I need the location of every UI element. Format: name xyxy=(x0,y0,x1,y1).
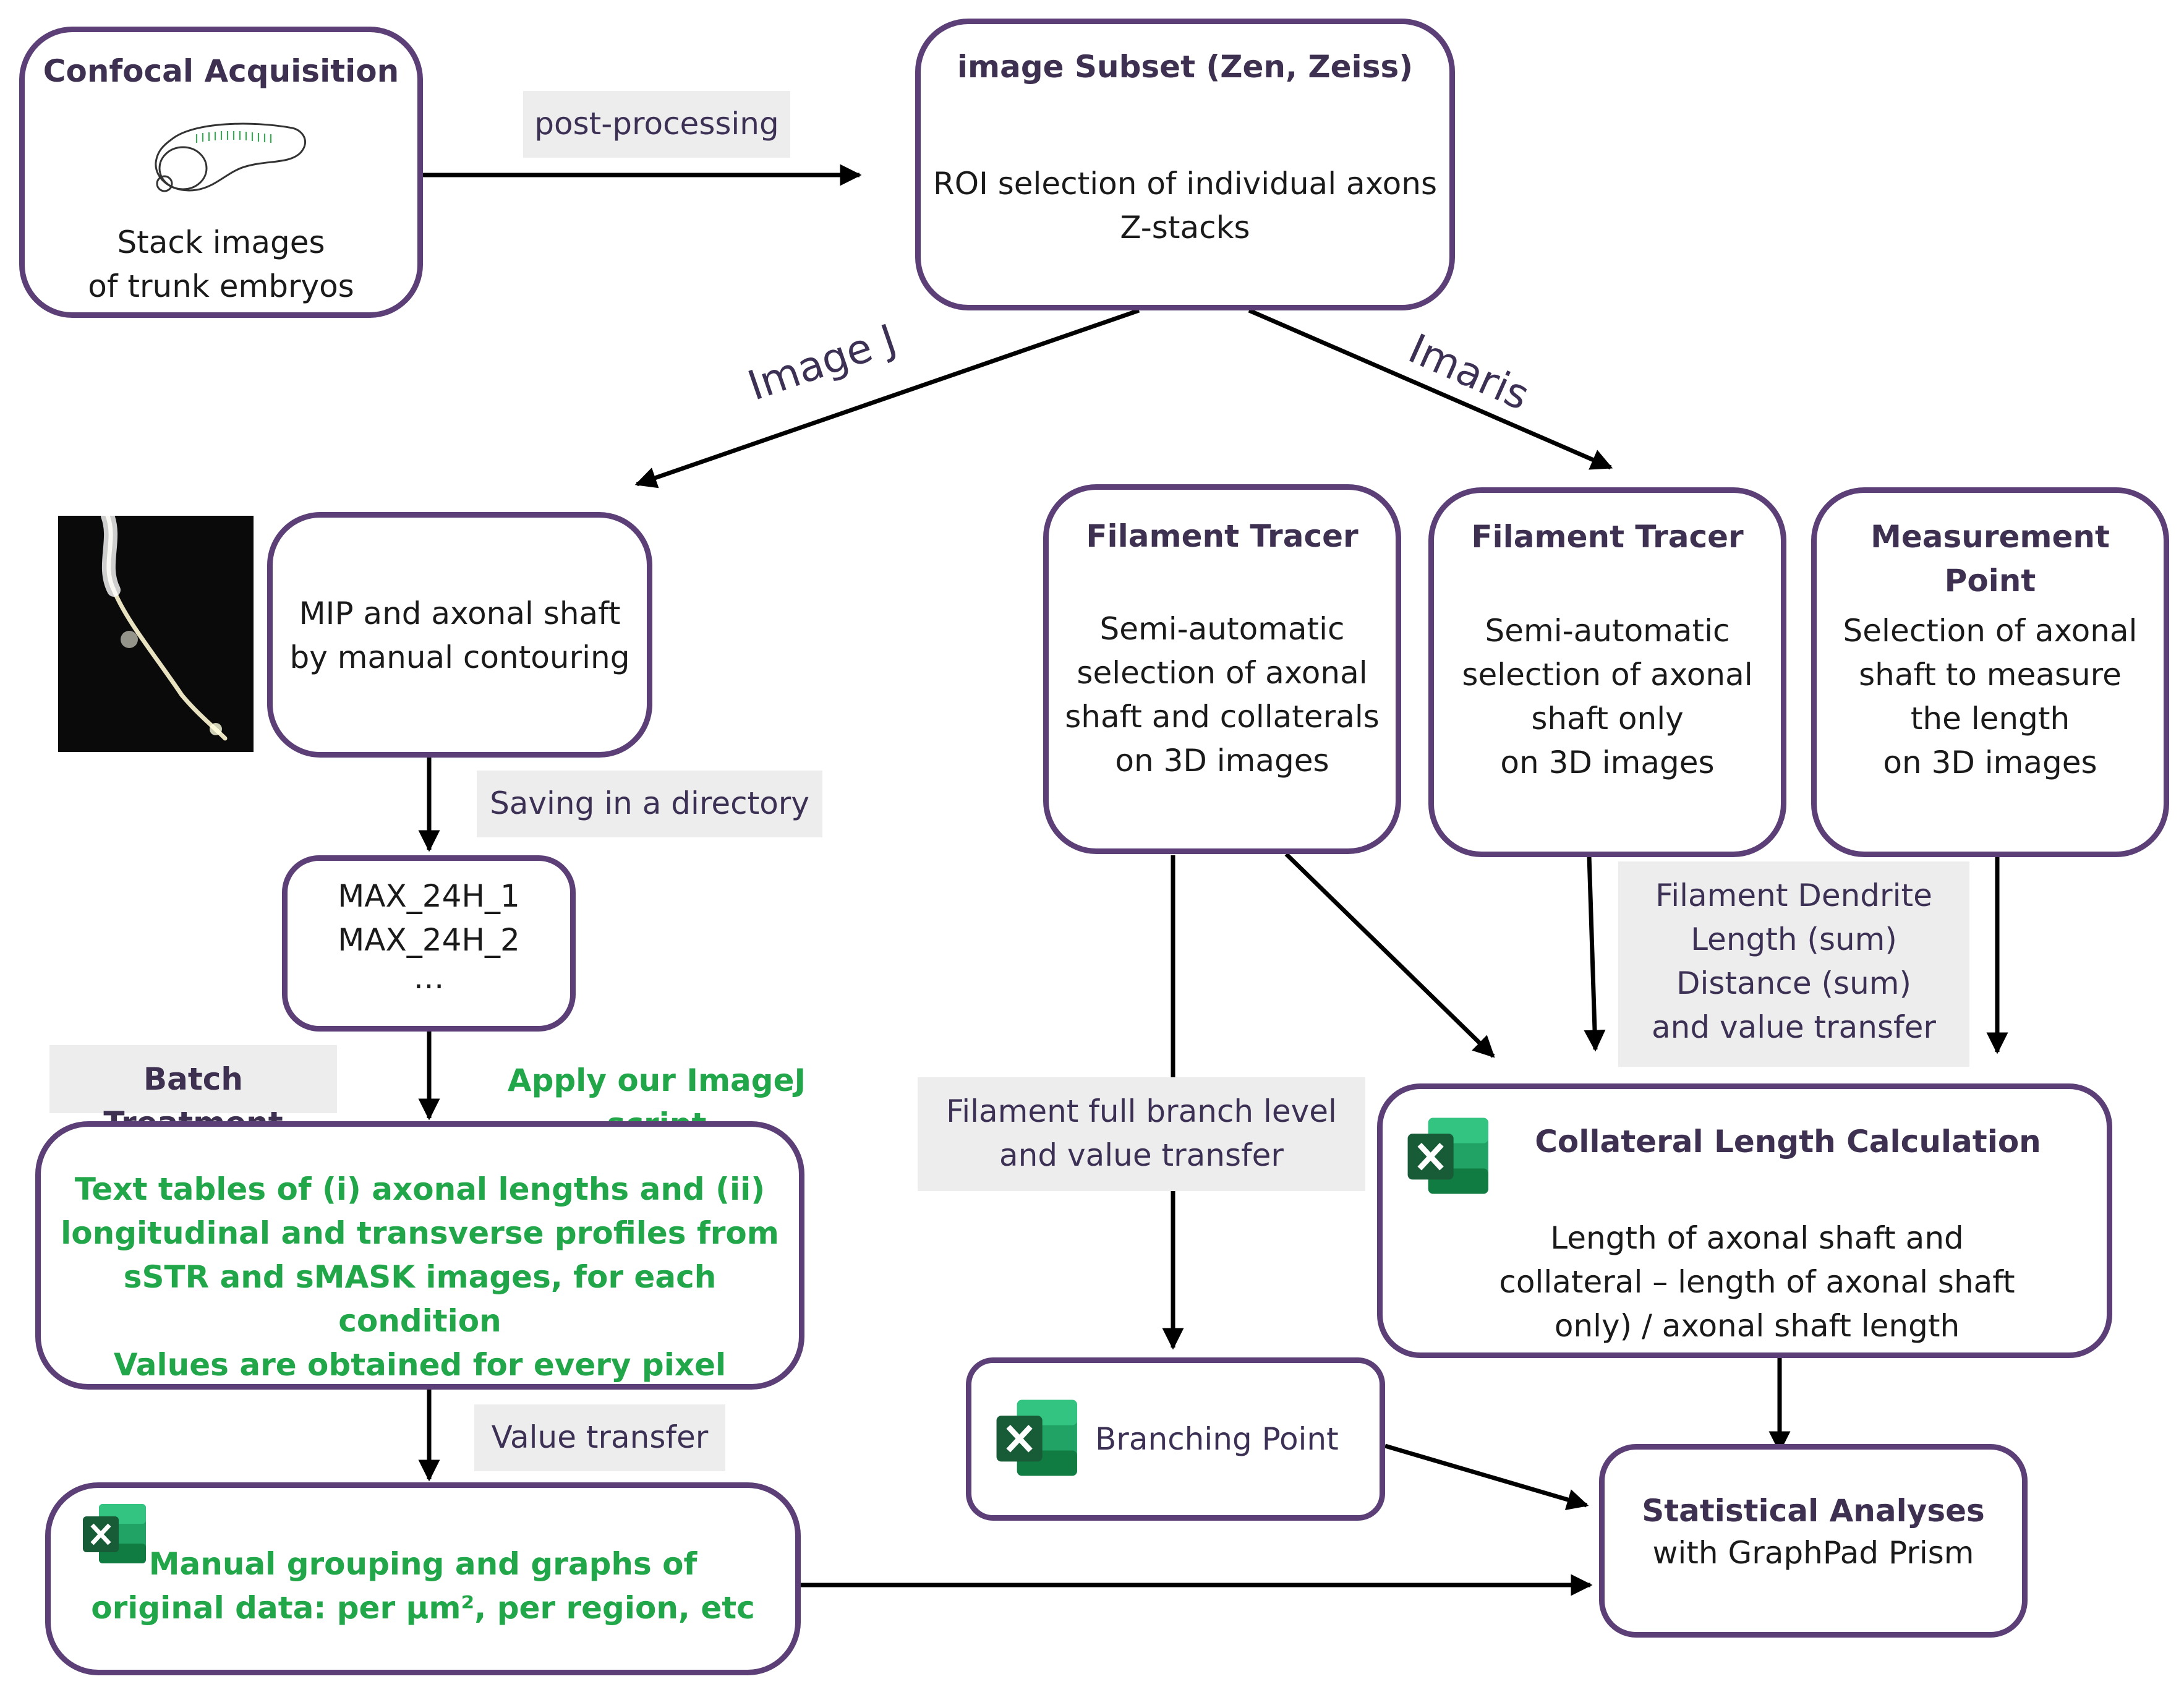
stats-line: with GraphPad Prism xyxy=(1652,1535,1974,1571)
text-tables-line-4: Values are obtained for every pixel xyxy=(113,1347,727,1383)
filament2-title: Filament Tracer xyxy=(1471,519,1744,555)
collateral-length-node: Collateral Length Calculation Length of … xyxy=(1377,1083,2112,1358)
collateral-line-1: Length of axonal shaft and xyxy=(1550,1220,1964,1256)
subset-line-1: ROI selection of individual axons xyxy=(932,166,1437,202)
collateral-line-2: collateral – length of axonal shaft xyxy=(1499,1264,2015,1300)
stats-title: Statistical Analyses xyxy=(1642,1493,1985,1529)
batch-treatment-label: Batch Treatment xyxy=(49,1045,337,1141)
full-branch-line-2: and value transfer xyxy=(999,1137,1284,1173)
manual-grouping-node: Manual grouping and graphs of original d… xyxy=(45,1482,801,1675)
arrow-filament1-to-collateral xyxy=(1284,852,1495,1058)
excel-icon xyxy=(996,1399,1077,1476)
confocal-acquisition-node: Confocal Acquisition Stack images of tru… xyxy=(19,27,423,318)
file-1: MAX_24H_1 xyxy=(338,878,520,914)
measurement-line-3: the length xyxy=(1910,701,2070,737)
filament2-line-2: selection of axonal xyxy=(1462,657,1753,693)
text-tables-node: Text tables of (i) axonal lengths and (i… xyxy=(35,1121,804,1390)
measurement-line-1: Selection of axonal xyxy=(1843,613,2138,649)
confocal-line-1: Stack images xyxy=(117,224,325,260)
excel-icon xyxy=(1407,1117,1488,1194)
measurement-title-2: Point xyxy=(1944,563,2036,599)
mip-line-1: MIP and axonal shaft xyxy=(299,596,621,631)
full-branch-line-1: Filament full branch level xyxy=(946,1093,1337,1129)
measurement-line-2: shaft to measure xyxy=(1859,657,2122,693)
statistical-analyses-node: Statistical Analyses with GraphPad Prism xyxy=(1599,1444,2028,1638)
filament1-line-3: shaft and collaterals xyxy=(1065,699,1380,735)
measurement-point-node: Measurement Point Selection of axonal sh… xyxy=(1811,487,2169,857)
excel-icon xyxy=(83,1504,146,1563)
measurement-line-4: on 3D images xyxy=(1883,745,2097,780)
filament-tracer-1-node: Filament Tracer Semi-automatic selection… xyxy=(1043,484,1401,854)
confocal-title: Confocal Acquisition xyxy=(43,53,399,89)
mip-node: MIP and axonal shaft by manual contourin… xyxy=(267,512,652,758)
file-more: … xyxy=(413,960,445,996)
text-tables-line-3: sSTR and sMASK images, for each conditio… xyxy=(123,1259,717,1339)
dendrite-line-2: Length (sum) xyxy=(1691,921,1897,957)
arrow-subset-to-mip xyxy=(634,308,1140,489)
image-subset-node: image Subset (Zen, Zeiss) ROI selection … xyxy=(915,19,1455,310)
dendrite-line-3: Distance (sum) xyxy=(1676,965,1911,1001)
filament2-line-4: on 3D images xyxy=(1500,745,1715,780)
filament-tracer-2-node: Filament Tracer Semi-automatic selection… xyxy=(1428,487,1786,857)
subset-line-2: Z-stacks xyxy=(1120,210,1250,246)
filament1-line-2: selection of axonal xyxy=(1077,655,1368,691)
collateral-line-3: only) / axonal shaft length xyxy=(1554,1308,1960,1344)
dendrite-line-1: Filament Dendrite xyxy=(1655,878,1932,913)
confocal-line-2: of trunk embryos xyxy=(88,268,354,304)
filament1-title: Filament Tracer xyxy=(1086,518,1359,554)
post-processing-label: post-processing xyxy=(523,91,790,158)
dendrite-line-4: and value transfer xyxy=(1652,1009,1936,1045)
axon-micrograph-image xyxy=(58,516,254,752)
filament-dendrite-label: Filament Dendrite Length (sum) Distance … xyxy=(1618,861,1969,1067)
file-2: MAX_24H_2 xyxy=(338,922,520,958)
files-node: MAX_24H_1 MAX_24H_2 … xyxy=(282,855,576,1032)
full-branch-label: Filament full branch level and value tra… xyxy=(918,1077,1365,1191)
value-transfer-label: Value transfer xyxy=(474,1404,725,1471)
text-tables-line-2: longitudinal and transverse profiles fro… xyxy=(61,1215,779,1251)
manual-grouping-line-1: Manual grouping and graphs of xyxy=(148,1546,697,1582)
filament2-line-3: shaft only xyxy=(1531,701,1684,737)
text-tables-line-1: Text tables of (i) axonal lengths and (i… xyxy=(74,1171,766,1207)
manual-grouping-line-2: original data: per µm², per region, etc xyxy=(91,1590,755,1626)
arrow-subset-to-imaris xyxy=(1248,308,1613,470)
filament1-line-1: Semi-automatic xyxy=(1099,611,1345,647)
zebrafish-embryo-icon xyxy=(155,122,306,192)
mip-line-2: by manual contouring xyxy=(289,639,630,675)
filament2-line-1: Semi-automatic xyxy=(1485,613,1730,649)
filament1-line-4: on 3D images xyxy=(1115,743,1329,779)
branching-label: Branching Point xyxy=(1095,1421,1339,1457)
collateral-title: Collateral Length Calculation xyxy=(1535,1124,2041,1160)
arrow-filament2-to-collateral xyxy=(1584,855,1606,1052)
saving-label: Saving in a directory xyxy=(477,771,822,837)
branching-point-node: Branching Point xyxy=(966,1357,1385,1521)
subset-title: image Subset (Zen, Zeiss) xyxy=(957,49,1414,85)
measurement-title-1: Measurement xyxy=(1870,519,2110,555)
arrow-branching-to-stats xyxy=(1384,1443,1589,1510)
